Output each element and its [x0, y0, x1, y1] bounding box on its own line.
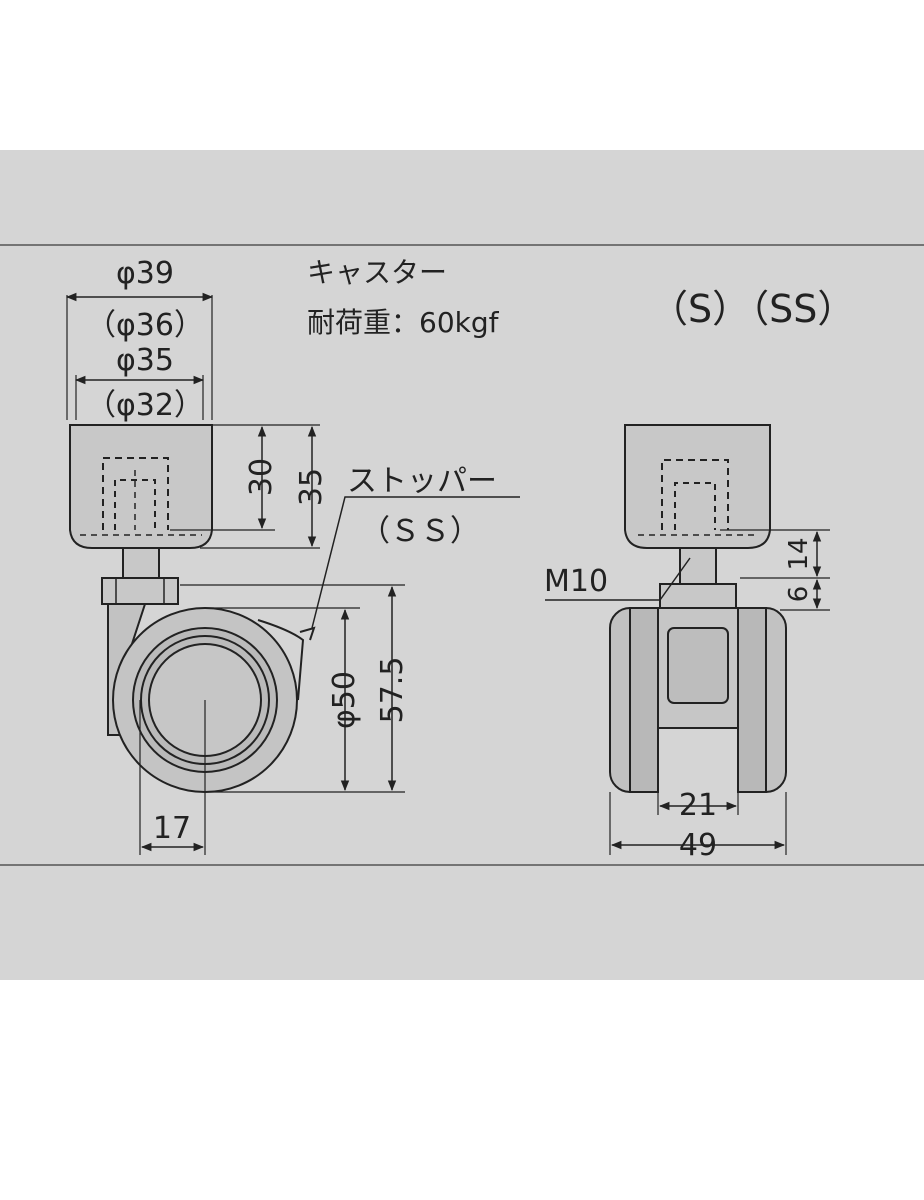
left-view: φ39 （φ36） φ35 （φ32） 30 35 φ50 57.5 17 スト… [65, 256, 520, 855]
hex-nut [101, 577, 179, 605]
right-view: （S）（SS） M10 14 6 21 [544, 287, 855, 863]
label-dim-17: 17 [153, 811, 191, 846]
label-dia-35: φ35 [116, 343, 174, 378]
stem [122, 547, 160, 579]
label-dia-39: φ39 [116, 256, 174, 291]
label-caster: キャスター [307, 256, 447, 289]
label-variants: （S）（SS） [650, 287, 855, 331]
stopper-lever [257, 619, 305, 701]
label-dim-6: 6 [784, 586, 814, 603]
label-dim-50: φ50 [327, 671, 362, 729]
stem-front [679, 547, 717, 585]
label-dia-32: （φ32） [86, 388, 204, 423]
label-dim-57-5: 57.5 [375, 657, 410, 724]
m10-leader [545, 557, 691, 601]
socket-cup [69, 424, 213, 549]
label-load: 耐荷重：60kgf [307, 306, 500, 339]
stopper-leader [311, 496, 520, 629]
label-dia-36: （φ36） [86, 308, 204, 343]
label-dim-49: 49 [679, 828, 717, 863]
label-dim-30: 30 [244, 458, 279, 496]
label-stopper-sub: （ＳＳ） [360, 514, 480, 549]
label-dim-14: 14 [784, 537, 814, 570]
label-dim-21: 21 [679, 788, 717, 823]
label-m10: M10 [544, 564, 608, 599]
label-stopper: ストッパー [347, 464, 497, 499]
label-dim-35: 35 [294, 468, 329, 506]
inner-sleeve-inner [114, 479, 156, 530]
nut-front [659, 583, 737, 609]
inner-sleeve-outer [102, 457, 169, 530]
